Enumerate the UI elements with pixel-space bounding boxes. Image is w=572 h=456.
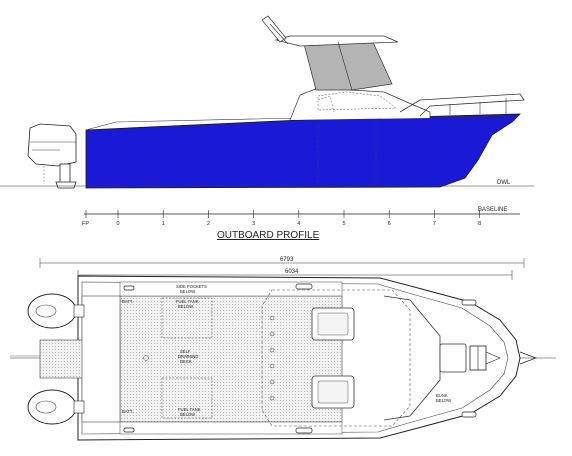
transom-line (85, 121, 117, 131)
cockpit-deck (119, 295, 343, 423)
baseline-label: BASELINE (478, 207, 507, 213)
fuel-tank-bottom-label-2: BELOW (180, 412, 195, 417)
station-origin-label: FP (82, 221, 89, 227)
self-draining-label-3: DECK (180, 359, 192, 364)
station-label: 7 (433, 221, 436, 227)
hull (85, 113, 521, 189)
seat-outline (317, 95, 335, 113)
deck-drain (143, 355, 149, 361)
station-label: 8 (478, 221, 481, 227)
bunk-label-1: BUNK (436, 393, 448, 398)
fuel-tank-bottom-label-1: FUEL TANK (178, 407, 201, 412)
side-pockets-label-1: SIDE POCKETS (176, 284, 207, 289)
station-label: 0 (117, 221, 120, 227)
fuel-tank-top (161, 297, 213, 339)
side-pocket-top (119, 281, 343, 297)
self-draining-label-1: SELF (180, 349, 191, 354)
stanchion-marks (269, 315, 275, 401)
overall-length-dimension: 6793 (39, 257, 525, 268)
cleats (123, 283, 477, 434)
canopy-pillar (337, 41, 353, 91)
baseline-scale: BASELINE FP 0 1 2 3 4 5 6 7 8 (82, 207, 520, 227)
side-pocket-bottom (119, 421, 343, 435)
outboard-engine-starboard (27, 389, 85, 425)
hardtop-roof (274, 35, 399, 47)
hardtop-canopy (303, 39, 393, 91)
station-label: 3 (252, 221, 255, 227)
battery-label-top: BATT. (122, 299, 133, 304)
fuel-tank-bottom (161, 377, 213, 419)
station-label: 5 (343, 221, 346, 227)
station-label: 6 (388, 221, 391, 227)
gunwale-inner (81, 281, 509, 435)
cabin (289, 87, 431, 121)
bow-hatch (439, 343, 467, 373)
overall-length-value: 6793 (280, 257, 294, 263)
waterline-label: DWL (497, 180, 511, 186)
windscreen (317, 91, 397, 111)
bow-tip (519, 351, 537, 365)
plan-view: 6793 6034 BATT. BATT. SIDE POCKETS BELOW… (10, 257, 556, 441)
self-draining-label-2: DRAINING (178, 354, 198, 359)
battery-label-bottom: BATT. (122, 409, 133, 414)
station-ticks: 0 1 2 3 4 5 6 7 8 (85, 210, 481, 227)
transom-seat (81, 295, 121, 423)
station-label: 2 (207, 221, 210, 227)
profile-title: OUTBOARD PROFILE (217, 230, 320, 241)
helm-seat-bottom (311, 375, 355, 409)
bunk-label-2: BELOW (436, 398, 451, 403)
bow-rail (399, 93, 525, 117)
station-label: 4 (297, 221, 300, 227)
outboard-profile: DWL BASELINE FP 0 1 2 3 4 5 6 7 8 OUTBOARD PROFI… (0, 15, 534, 241)
side-pockets-label-2: BELOW (180, 289, 195, 294)
fuel-tank-top-label-1: FUEL TANK (176, 299, 199, 304)
hull-length-value: 6034 (285, 269, 299, 275)
rocket-launcher-strut (269, 23, 289, 45)
hull-station-lines (317, 122, 377, 185)
outboard-engine-port (27, 293, 85, 329)
station-label: 1 (162, 221, 165, 227)
helm-seat-top (311, 307, 355, 341)
bow-fitting (469, 345, 501, 371)
outboard-engine (27, 123, 77, 189)
fuel-tank-top-label-2: BELOW (178, 304, 193, 309)
